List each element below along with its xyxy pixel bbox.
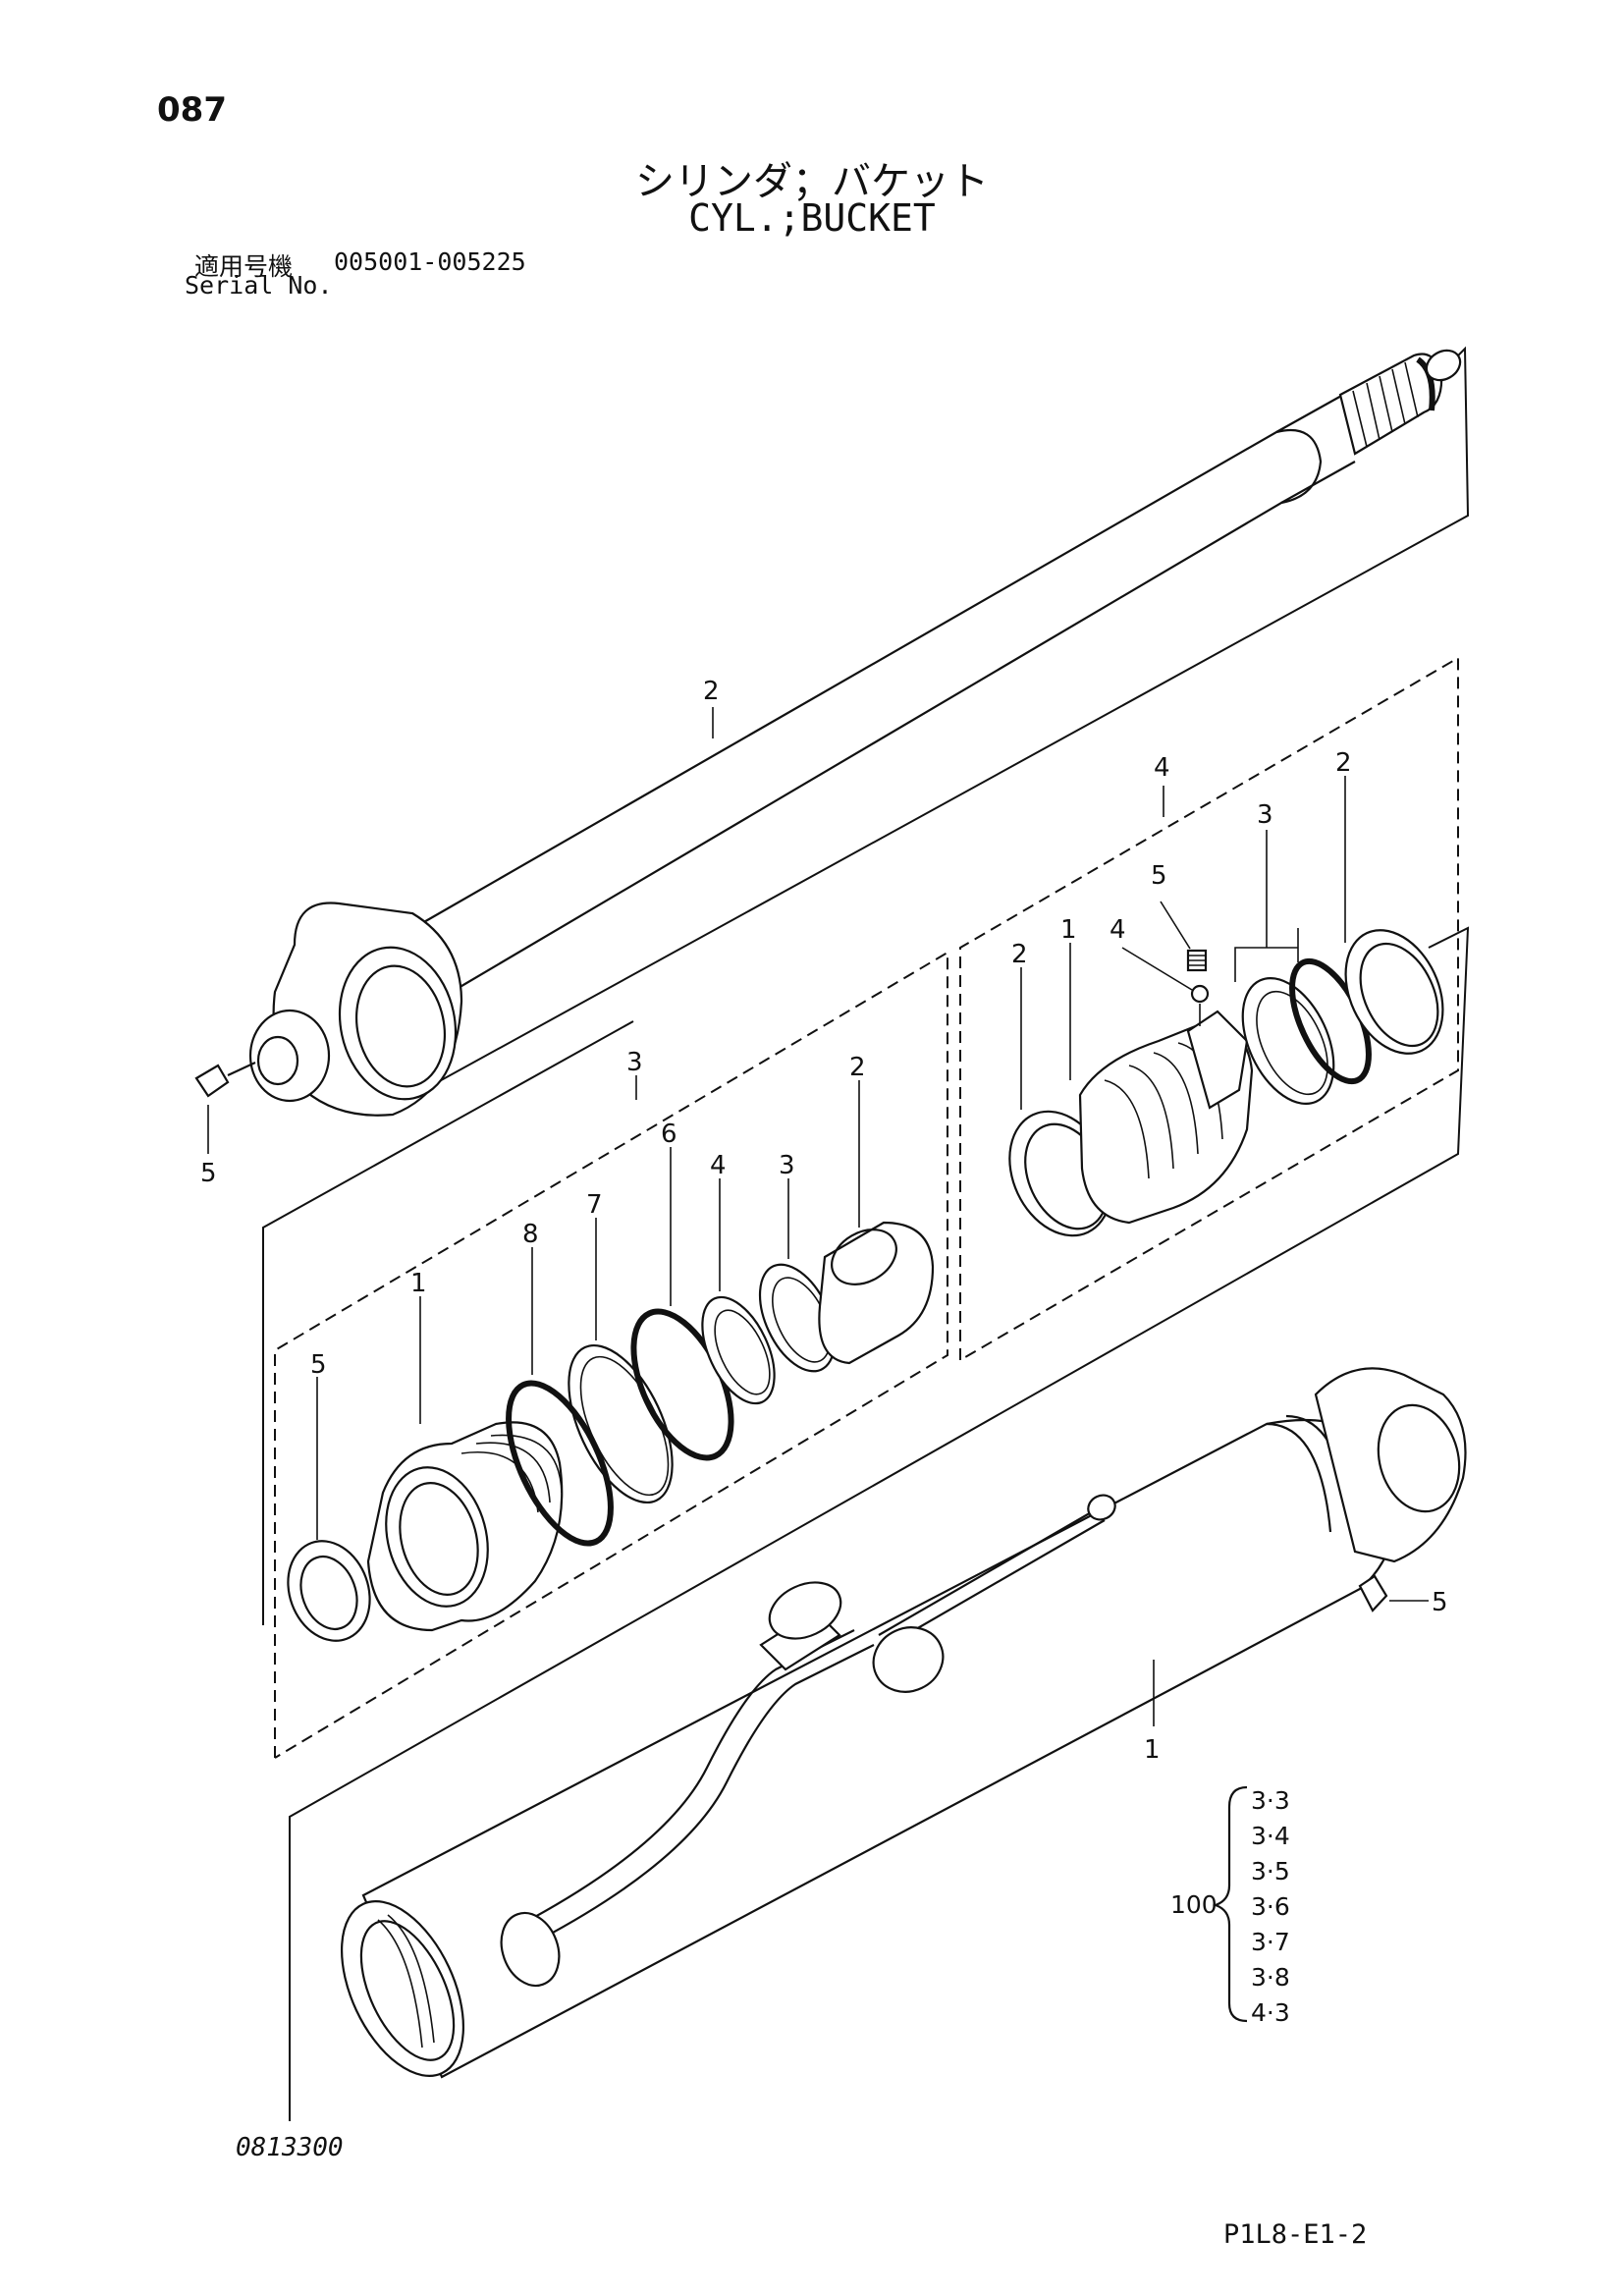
leader-piston-ball — [1121, 947, 1193, 991]
piston-group: 4 2 1 4 5 3 — [959, 656, 1459, 1361]
seal-kit-item: 3·8 — [1251, 1963, 1290, 1992]
piston-ring-right — [1344, 929, 1444, 1055]
rod-eye-boss — [248, 1009, 331, 1103]
callout-tube-assy: 1 — [1144, 1735, 1161, 1765]
callout-head-group: 3 — [626, 1048, 643, 1077]
rod-eye-boss-hole — [256, 1035, 299, 1086]
head-wiper-inner — [299, 1556, 358, 1630]
head-wiper — [287, 1540, 371, 1642]
tube-port-block-2 — [872, 1626, 945, 1693]
serial-range: 005001-005225 — [334, 247, 526, 276]
head-seal-b-inner — [714, 1309, 771, 1395]
head-dashed-box — [274, 951, 948, 1759]
piston-body-grooves — [1104, 1042, 1223, 1179]
title-japanese: シリンダ；バケット — [635, 159, 989, 204]
piston-body-hex — [1186, 1010, 1249, 1110]
cylinder-tube-assembly: 5 1 — [289, 926, 1470, 2121]
head-bushing — [818, 1221, 935, 1365]
piston-rod-assembly: 5 2 — [194, 346, 1470, 1188]
rod-thread-lines — [1352, 361, 1419, 448]
callout-piston-ring-left: 2 — [1011, 940, 1028, 969]
rod-shaft — [420, 428, 1323, 994]
seal-kit-item: 4·3 — [1251, 1998, 1290, 2027]
head-seal-d — [568, 1343, 674, 1504]
head-seal-b — [701, 1295, 776, 1405]
serial-label-english: Serial No. — [185, 271, 333, 300]
rod-eye-bore-inner — [354, 964, 447, 1088]
seal-kit-brace — [1212, 1785, 1248, 2023]
callout-piston-seal-pair: 3 — [1257, 800, 1273, 830]
head-oring — [506, 1380, 614, 1547]
piston-ring-right-inner — [1359, 942, 1439, 1048]
head-body-bore-inner — [399, 1482, 479, 1596]
tube-grease-fitting-shape — [1358, 1574, 1388, 1612]
callout-rod-grease-fitting: 5 — [200, 1159, 217, 1188]
rod-grease-fitting-pipe — [227, 1062, 256, 1076]
seal-kit-item: 3·4 — [1251, 1822, 1290, 1850]
callout-head-seal-a: 3 — [779, 1151, 795, 1180]
tube-bore — [359, 1920, 456, 2061]
callout-head-body: 1 — [410, 1269, 427, 1298]
seal-kit-item: 3·6 — [1251, 1892, 1290, 1921]
page-number: 087 — [157, 90, 227, 130]
callout-head-bushing: 2 — [849, 1053, 866, 1082]
callout-tube-grease-fitting: 5 — [1432, 1588, 1448, 1617]
piston-seal-outer-inner — [1256, 990, 1328, 1096]
callout-head-seal-b: 4 — [710, 1151, 727, 1180]
callout-rod-assy: 2 — [703, 677, 720, 706]
tube-bracket — [289, 926, 1470, 2121]
head-bracket — [262, 1020, 634, 1625]
callout-piston-ring-right: 2 — [1335, 748, 1352, 778]
tube-port-block — [768, 1581, 842, 1640]
tube-side-pipe — [878, 1506, 1106, 1649]
callout-piston-ball: 4 — [1110, 915, 1126, 945]
tube-eye-bore — [1377, 1403, 1461, 1513]
head-bushing-end — [831, 1229, 897, 1285]
callout-piston-body: 1 — [1060, 915, 1077, 945]
piston-dashed-box — [959, 656, 1459, 1361]
rod-step — [1275, 394, 1356, 504]
callout-piston-set-screw: 5 — [1151, 861, 1167, 891]
tube-hydraulic-pipe — [519, 1629, 875, 1940]
callout-head-seal-d: 7 — [586, 1190, 603, 1220]
tube-eye — [1314, 1367, 1467, 1563]
piston-ball — [1190, 984, 1210, 1004]
callout-head-oring: 8 — [522, 1220, 539, 1249]
seal-kit-label: 100 — [1170, 1890, 1218, 1919]
title-english: CYL.;BUCKET — [688, 196, 936, 240]
rod-end-face — [1425, 349, 1462, 382]
tube-pipe-elbow — [500, 1911, 561, 1988]
drawing-number: 0813300 — [236, 2133, 344, 2162]
piston-set-screw-thread — [1188, 955, 1206, 966]
tube-side-fitting — [1087, 1494, 1116, 1521]
leader-piston-set-screw — [1160, 901, 1191, 950]
tube-thread — [377, 1914, 435, 2049]
seal-kit-item: 3·7 — [1251, 1928, 1290, 1956]
seal-kit-item: 3·5 — [1251, 1857, 1290, 1885]
sheet-code: P1L8-E1-2 — [1223, 2219, 1368, 2250]
serial-label-japanese: 適用号機 — [194, 252, 294, 281]
seal-kit-item: 3·3 — [1251, 1786, 1290, 1815]
head-body-bore — [385, 1466, 489, 1608]
callout-piston-group: 4 — [1154, 753, 1170, 783]
piston-seal-outer — [1241, 976, 1335, 1106]
callout-head-wiper: 5 — [310, 1350, 327, 1380]
rod-grease-fitting-shape — [194, 1064, 230, 1098]
seal-kit-list: 100 3·3 3·4 3·5 3·6 3·7 3·8 4·3 — [1170, 1785, 1290, 2027]
cylinder-head-group: 3 5 1 8 7 6 — [262, 951, 948, 1759]
callout-head-seal-c: 6 — [661, 1120, 677, 1149]
